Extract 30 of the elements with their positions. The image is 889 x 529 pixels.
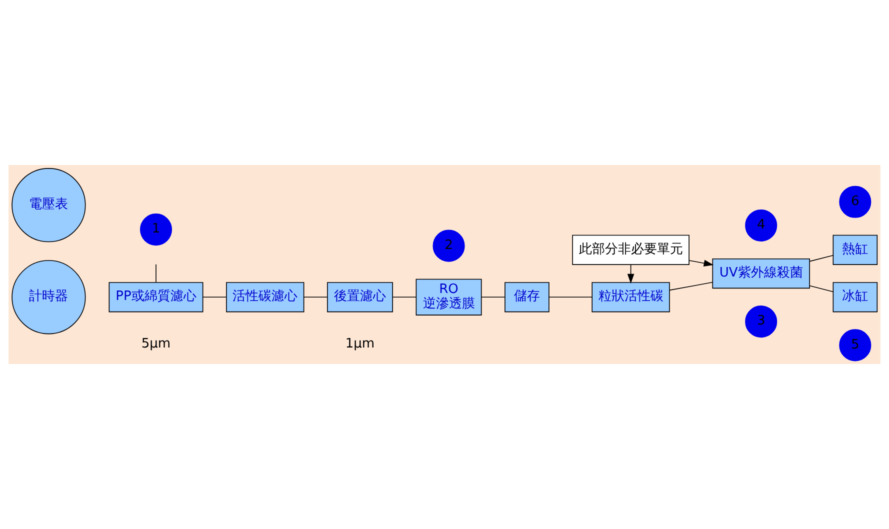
node-circle: 1 (140, 214, 172, 246)
connector (669, 282, 713, 291)
connector (809, 285, 834, 292)
arrow (627, 264, 634, 284)
node-circle: 5 (839, 329, 872, 362)
label: 5μm (141, 336, 171, 352)
connector (480, 296, 506, 298)
node-circle: 4 (745, 209, 778, 242)
node-box: 此部分非必要單元 (572, 234, 690, 265)
node-box: PP或綿質濾心 (108, 282, 204, 312)
node-circle: 2 (432, 230, 465, 262)
connector (392, 296, 416, 298)
node-box: RO 逆滲透膜 (416, 278, 482, 316)
node-box: 冰缸 (832, 282, 878, 312)
node-box: 儲存 (504, 282, 550, 312)
node-circle: 計時器 (12, 260, 86, 334)
node-circle: 3 (745, 306, 778, 338)
connector (809, 254, 834, 262)
node-box: 熱缸 (832, 234, 878, 265)
node-box: 活性碳濾心 (226, 282, 304, 312)
arrow (688, 260, 714, 267)
node-circle: 6 (839, 186, 872, 218)
label: 1μm (345, 336, 375, 352)
connector (202, 296, 227, 298)
node-circle: 電壓表 (12, 168, 86, 242)
connector (548, 296, 592, 298)
connector (303, 296, 328, 298)
node-box: 後置濾心 (327, 282, 393, 312)
node-box: UV紫外線殺菌 (712, 258, 810, 289)
node-box: 粒狀活性碳 (592, 282, 670, 312)
